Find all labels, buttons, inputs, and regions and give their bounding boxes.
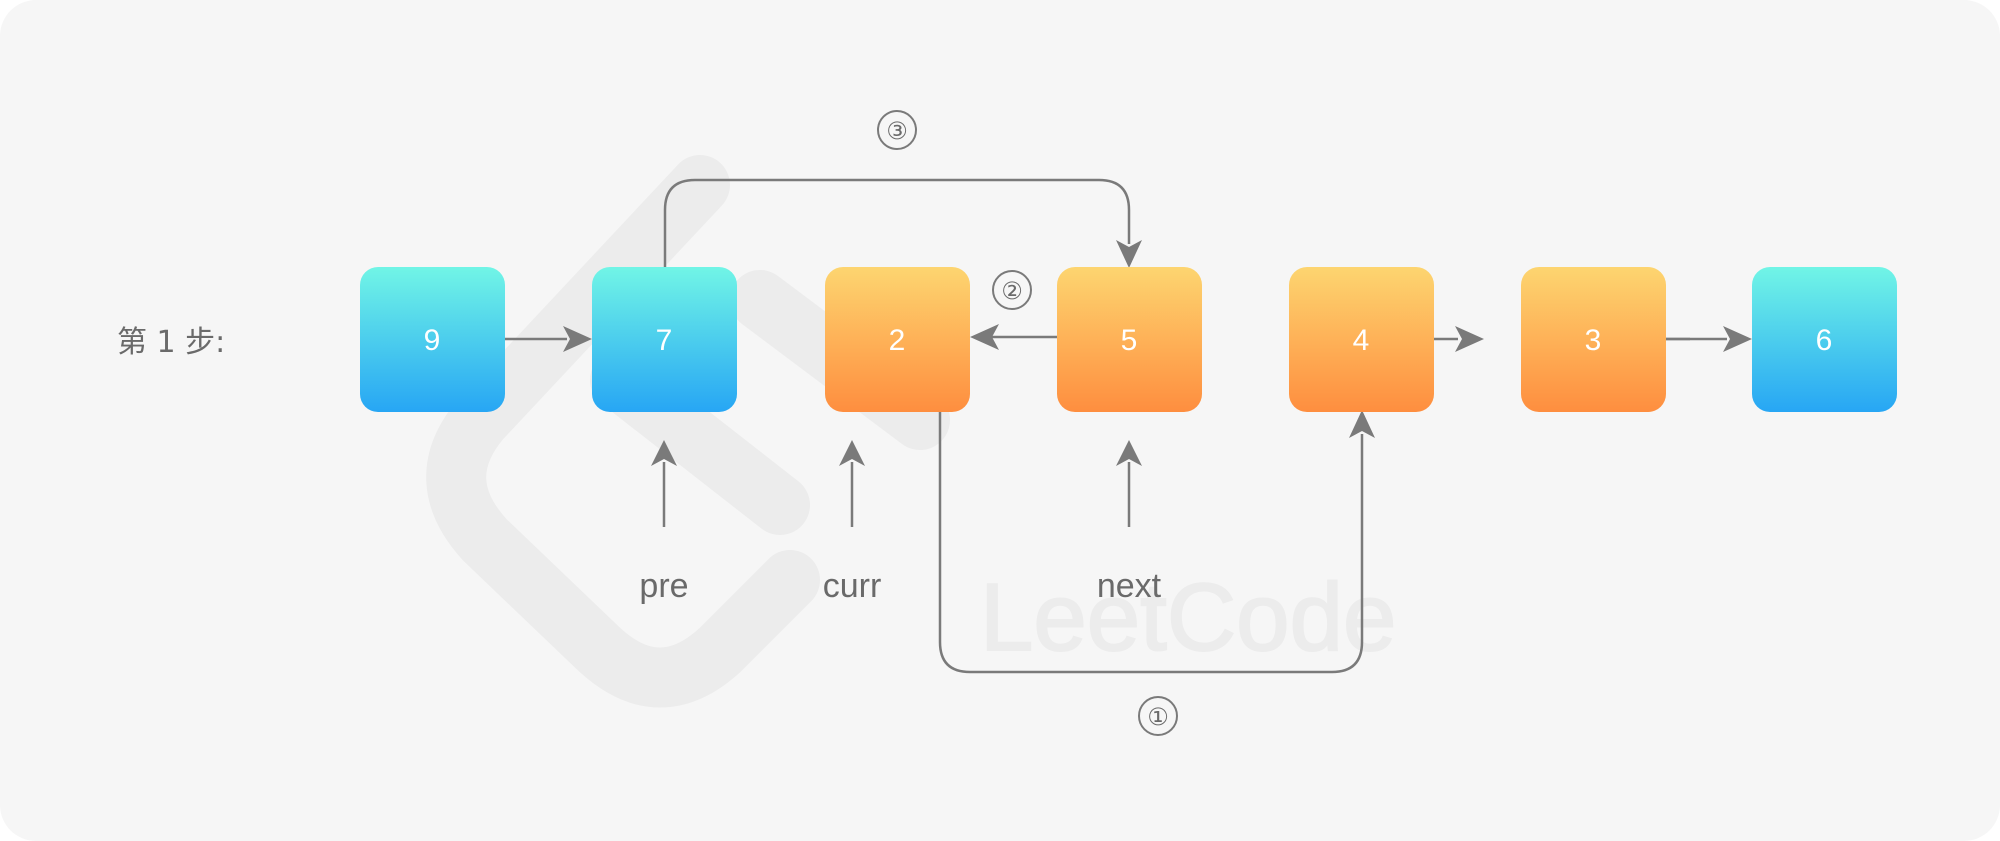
list-node: 5 <box>1057 267 1202 412</box>
list-node: 6 <box>1752 267 1897 412</box>
list-node: 3 <box>1521 267 1666 412</box>
node-value: 6 <box>1816 324 1833 357</box>
step-marker-2: ② <box>992 270 1032 310</box>
pointer-label-pre: pre <box>639 567 688 605</box>
node-value: 5 <box>1121 324 1138 357</box>
arrow-head <box>563 326 592 352</box>
watermark-text: LeetCode <box>980 564 1396 671</box>
node-value: 4 <box>1353 324 1370 357</box>
list-nodes: 9 7 2 5 4 3 6 <box>360 267 1897 412</box>
step3-connector <box>663 178 1142 268</box>
list-node: 2 <box>825 267 970 412</box>
step-marker-3-text: ③ <box>886 117 908 145</box>
pointer-label-next: next <box>1097 567 1162 605</box>
arrow-head <box>1349 410 1375 438</box>
list-node: 9 <box>360 267 505 412</box>
node-value: 7 <box>656 324 673 357</box>
arrow-head <box>1455 326 1484 352</box>
list-node: 4 <box>1289 267 1434 412</box>
step-marker-2-text: ② <box>1001 277 1023 305</box>
step1-connector <box>938 410 1375 674</box>
step-marker-1: ① <box>1138 696 1178 736</box>
step-marker-3: ③ <box>877 110 917 150</box>
node-value: 3 <box>1585 324 1602 357</box>
arrow-head <box>1723 326 1752 352</box>
node-value: 9 <box>424 324 441 357</box>
list-node: 7 <box>592 267 737 412</box>
node-value: 2 <box>889 324 906 357</box>
pointer-label-curr: curr <box>823 567 882 605</box>
arrow-head <box>970 324 999 350</box>
pointer-arrows <box>651 440 1142 527</box>
arrow-head <box>1116 240 1142 268</box>
link-arrows <box>505 324 1752 352</box>
step-label: 第 1 步: <box>117 325 225 360</box>
step-marker-1-text: ① <box>1147 703 1169 731</box>
